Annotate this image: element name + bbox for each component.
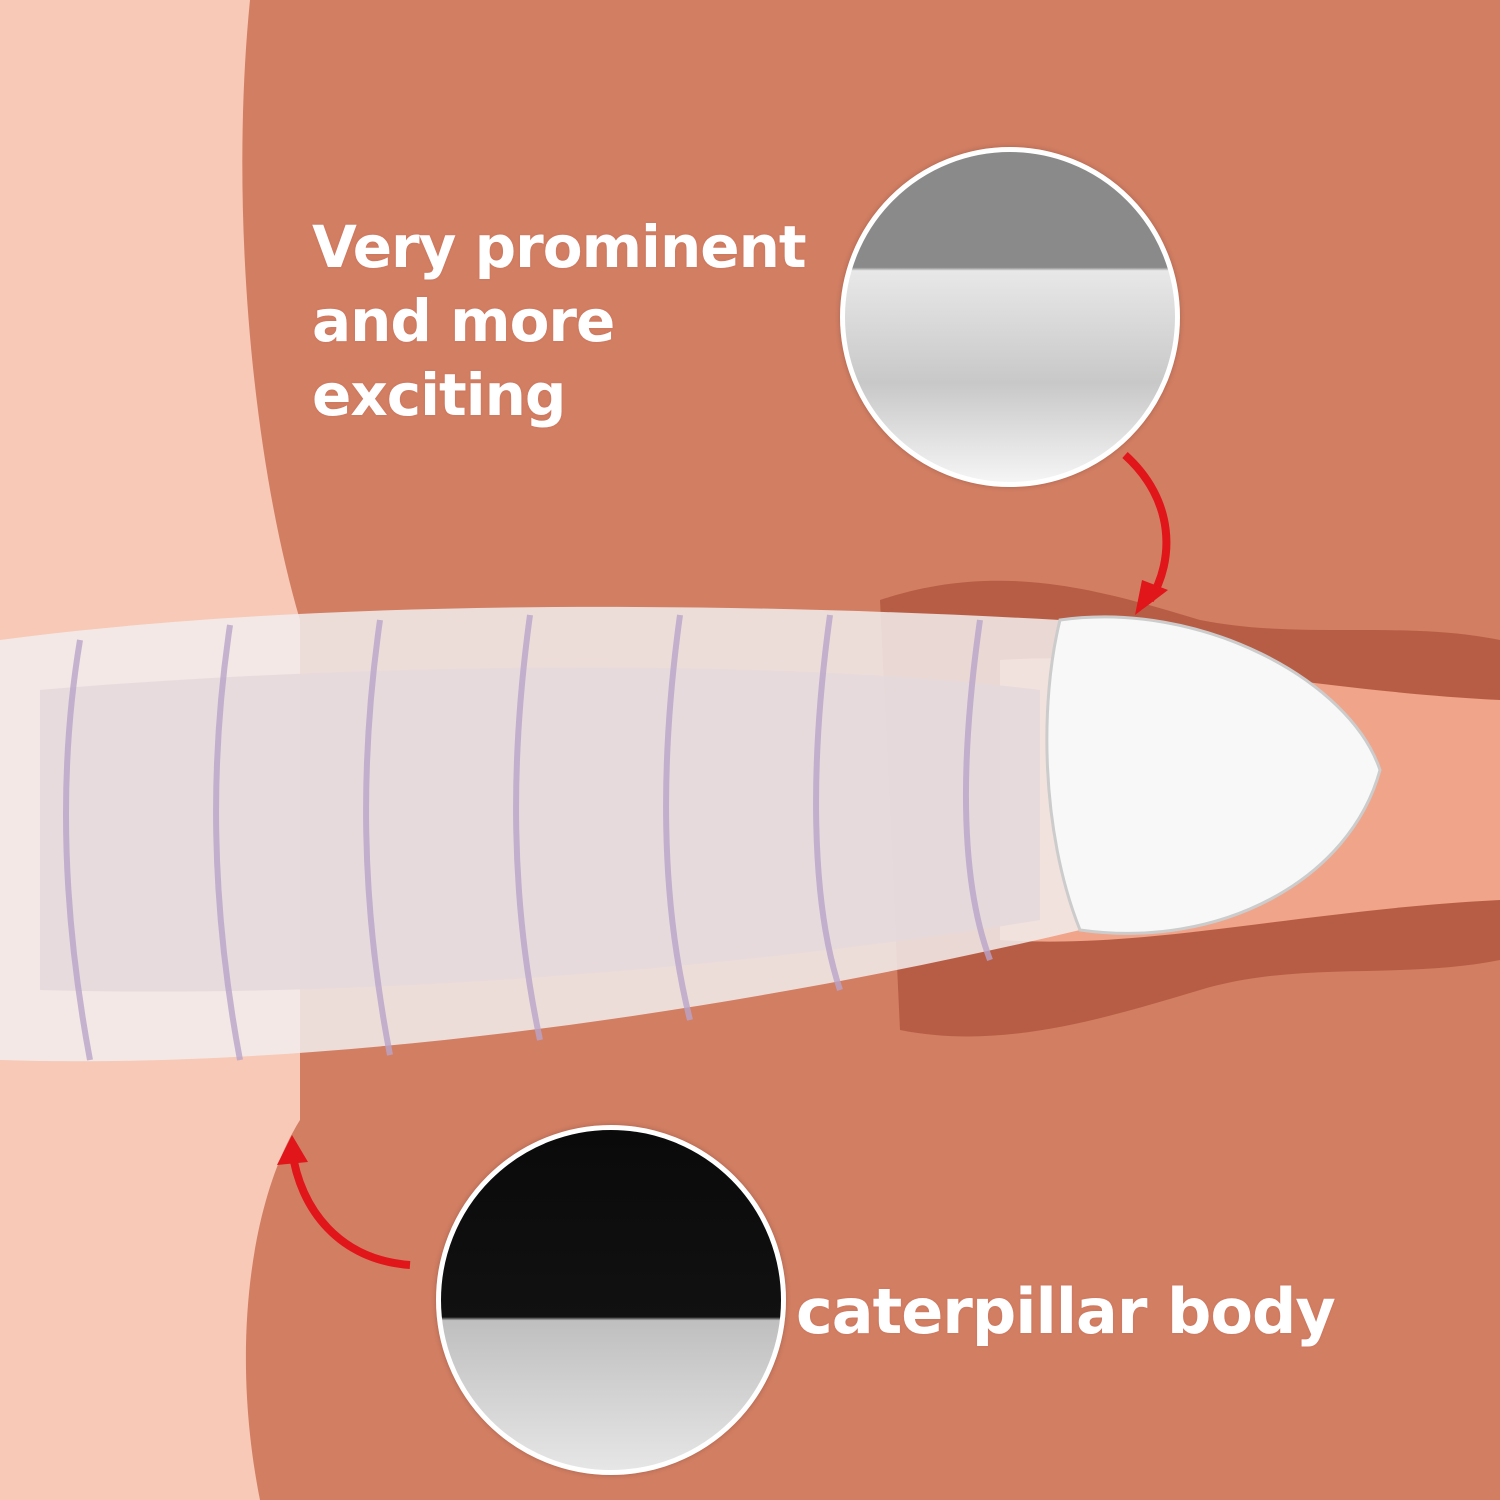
detail-inset-tip (840, 147, 1180, 487)
product-body (0, 606, 1382, 1062)
curved-arrow-icon (1122, 452, 1171, 615)
feature-caption-top: Very prominent and more exciting (312, 213, 807, 429)
detail-inset-texture (436, 1125, 786, 1475)
curved-arrow-icon (277, 1135, 411, 1269)
feature-caption-bottom: caterpillar body (796, 1275, 1336, 1348)
